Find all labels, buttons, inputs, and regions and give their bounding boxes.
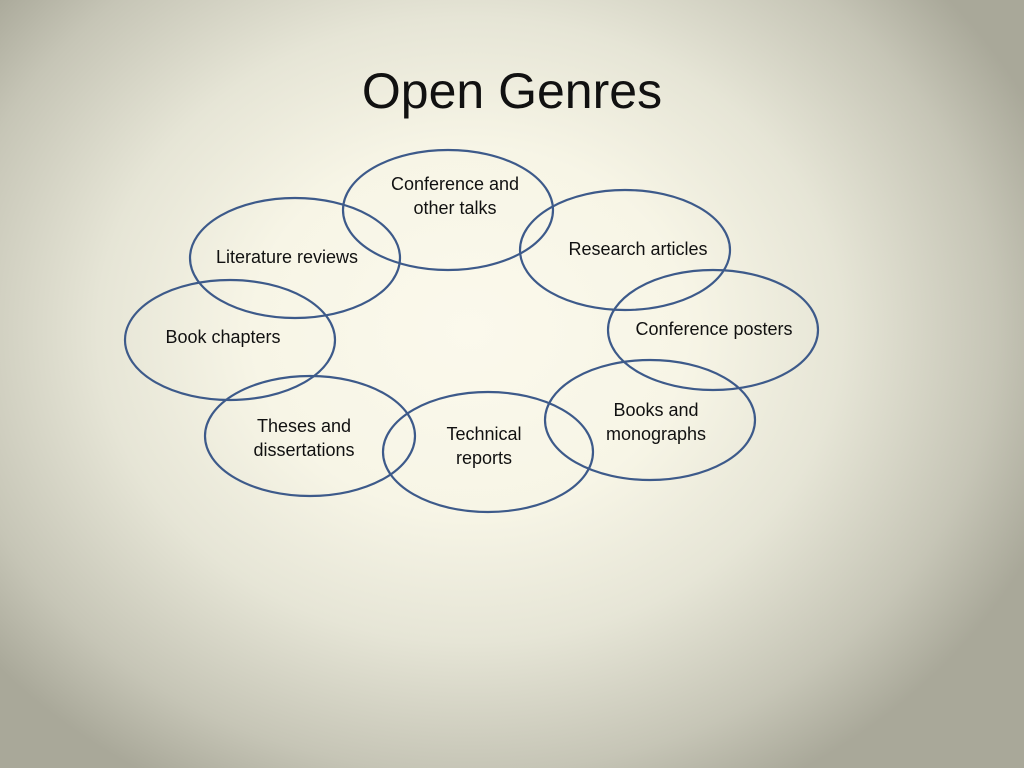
genre-label-line: Literature reviews	[216, 247, 358, 267]
slide-title: Open Genres	[361, 63, 663, 119]
genre-label-conference-talks: Conference and other talks	[391, 174, 519, 218]
genre-label-literature-reviews: Literature reviews	[216, 247, 358, 267]
genre-label-book-chapters: Book chapters	[165, 327, 280, 347]
genre-label-line: Conference and	[391, 174, 519, 194]
genre-label-technical-reports: Technical reports	[446, 424, 521, 468]
genre-ellipse-book-chapters	[123, 278, 337, 402]
genre-label-research-articles: Research articles	[568, 239, 707, 259]
genre-label-line: Books and	[613, 400, 698, 420]
genre-label-line: reports	[456, 448, 512, 468]
genre-label-line: Technical	[446, 424, 521, 444]
genre-label-line: Theses and	[257, 416, 351, 436]
genre-ellipse-conference-posters	[606, 268, 820, 392]
genre-label-line: dissertations	[253, 440, 354, 460]
genre-ellipse-books-monographs	[543, 358, 757, 482]
genre-label-line: Book chapters	[165, 327, 280, 347]
genre-label-line: Conference posters	[635, 319, 792, 339]
ellipse-group	[123, 148, 820, 514]
genre-label-line: monographs	[606, 424, 706, 444]
genre-ellipse-theses-dissertations	[203, 374, 417, 498]
genre-label-line: Research articles	[568, 239, 707, 259]
genre-ellipse-research-articles	[518, 188, 732, 312]
genre-label-books-monographs: Books and monographs	[606, 400, 706, 444]
genre-label-theses-dissertations: Theses and dissertations	[253, 416, 354, 460]
genre-ellipse-literature-reviews	[188, 196, 402, 320]
genre-label-conference-posters: Conference posters	[635, 319, 792, 339]
genre-label-line: other talks	[413, 198, 496, 218]
genre-ellipse-conference-talks	[341, 148, 555, 272]
genre-ellipse-technical-reports	[381, 390, 595, 514]
